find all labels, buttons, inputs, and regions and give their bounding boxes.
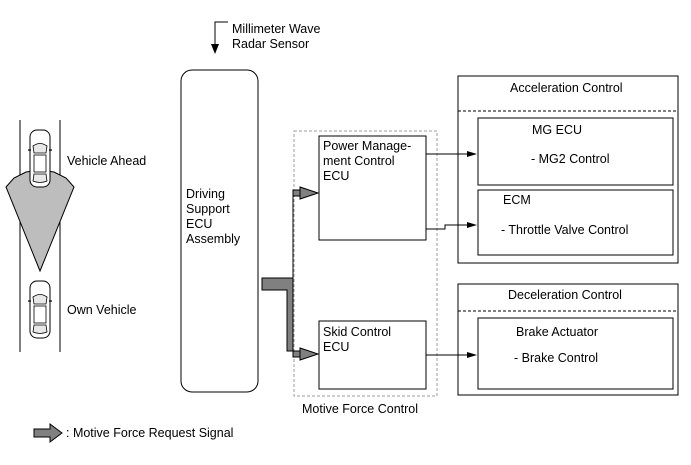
skid-control-ecu-box xyxy=(318,320,427,390)
sensor-label-line-1: Millimeter Wave xyxy=(232,22,321,36)
motive-force-control-region xyxy=(293,130,438,397)
sensor-input-arrow xyxy=(214,21,228,45)
driving-support-line-4: Assembly xyxy=(186,232,241,246)
arrow-to-mg-ecu-head xyxy=(467,151,477,157)
motive-force-control-label: Motive Force Control xyxy=(302,402,419,416)
legend-label: : Motive Force Request Signal xyxy=(66,426,234,440)
driving-support-line-3: ECU xyxy=(186,217,213,231)
ecm-box xyxy=(477,189,674,256)
brake-actuator-function: - Brake Control xyxy=(514,351,599,365)
legend-arrow-icon xyxy=(33,423,63,443)
sensor-input-arrowhead xyxy=(211,44,219,54)
own-vehicle-icon xyxy=(28,280,52,339)
driving-support-line-1: Driving xyxy=(186,187,225,201)
deceleration-control-title: Deceleration Control xyxy=(508,288,622,302)
arrow-to-ecm xyxy=(426,224,469,230)
skid-control-line-1: Skid Control xyxy=(323,325,392,339)
mg-ecu-box xyxy=(477,117,674,186)
arrow-to-ecm-head xyxy=(467,222,477,228)
ecm-function: - Throttle Valve Control xyxy=(501,223,629,237)
driving-support-ecu-box xyxy=(180,69,259,393)
brake-actuator-box xyxy=(477,317,674,390)
own-vehicle-label: Own Vehicle xyxy=(67,303,137,317)
driving-support-line-2: Support xyxy=(186,202,230,216)
vehicle-ahead-icon xyxy=(28,129,52,188)
acceleration-control-title: Acceleration Control xyxy=(510,81,623,95)
power-management-line-1: Power Manage- xyxy=(323,139,412,153)
mg-ecu-function: - MG2 Control xyxy=(531,152,610,166)
arrow-to-brake-actuator-head xyxy=(467,352,477,358)
power-management-line-3: ECU xyxy=(323,169,350,183)
skid-control-line-2: ECU xyxy=(323,340,350,354)
motive-force-request-arrow xyxy=(261,186,320,361)
skid-control-ecu-label: Skid Control ECU xyxy=(323,325,391,355)
mg-ecu-name: MG ECU xyxy=(532,123,582,137)
sensor-label-line-2: Radar Sensor xyxy=(232,37,310,51)
vehicle-ahead-label: Vehicle Ahead xyxy=(67,154,147,168)
driving-support-ecu-label: Driving Support ECU Assembly xyxy=(186,187,240,247)
power-management-line-2: ment Control xyxy=(323,154,395,168)
sensor-label: Millimeter Wave Radar Sensor xyxy=(232,22,320,52)
brake-actuator-name: Brake Actuator xyxy=(516,325,598,339)
power-management-ecu-box xyxy=(318,135,427,241)
ecm-name: ECM xyxy=(503,193,531,207)
power-management-ecu-label: Power Manage- ment Control ECU xyxy=(323,139,411,184)
